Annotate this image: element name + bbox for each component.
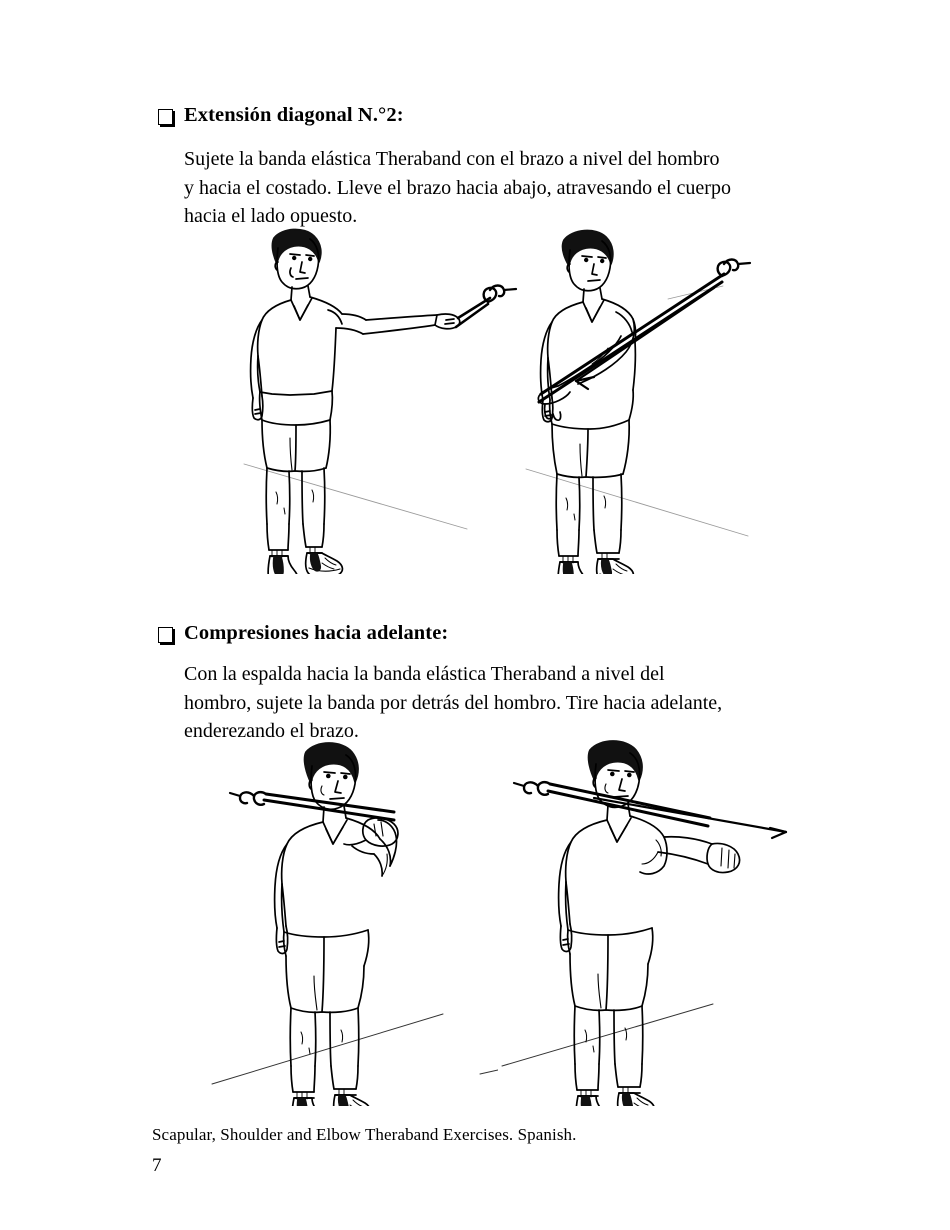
figure-diagonal-extension-end — [508, 224, 798, 574]
section-heading-diagonal-extension: Extensión diagonal N.°2: — [158, 104, 404, 127]
document-caption: Scapular, Shoulder and Elbow Theraband E… — [152, 1125, 577, 1144]
figure-diagonal-extension-start — [232, 224, 522, 574]
checkbox-square-bullet-icon — [158, 627, 173, 643]
page-number: 7 — [152, 1155, 162, 1176]
figure-forward-press-start — [198, 736, 498, 1106]
figure-forward-press-end — [498, 736, 798, 1106]
figure-forward-press-end-svg — [501, 740, 788, 1106]
body-line: y hacia el costado. Lleve el brazo hacia… — [184, 176, 731, 199]
figure-diagonal-extension-start-svg — [243, 228, 518, 574]
section-heading-label: Compresiones hacia adelante: — [184, 622, 449, 644]
checkbox-square-bullet-icon — [158, 109, 173, 125]
figure-forward-press-start-svg — [211, 742, 498, 1106]
body-line: hacia el lado opuesto. — [184, 205, 358, 227]
section-body-forward-press: Con la espalda hacia la banda elástica T… — [184, 660, 804, 746]
section-heading-forward-press: Compresiones hacia adelante: — [158, 622, 448, 645]
section-heading-label: Extensión diagonal N.°2: — [184, 104, 404, 126]
body-line: Sujete la banda elástica Theraband con e… — [184, 148, 720, 170]
body-line: hombro, sujete la banda por detrás del h… — [184, 691, 723, 714]
body-line: enderezando el brazo. — [184, 720, 359, 742]
figure-diagonal-extension-end-svg — [525, 229, 752, 574]
body-line: Con la espalda hacia la banda elástica T… — [184, 663, 665, 685]
section-body-diagonal-extension: Sujete la banda elástica Theraband con e… — [184, 145, 804, 231]
